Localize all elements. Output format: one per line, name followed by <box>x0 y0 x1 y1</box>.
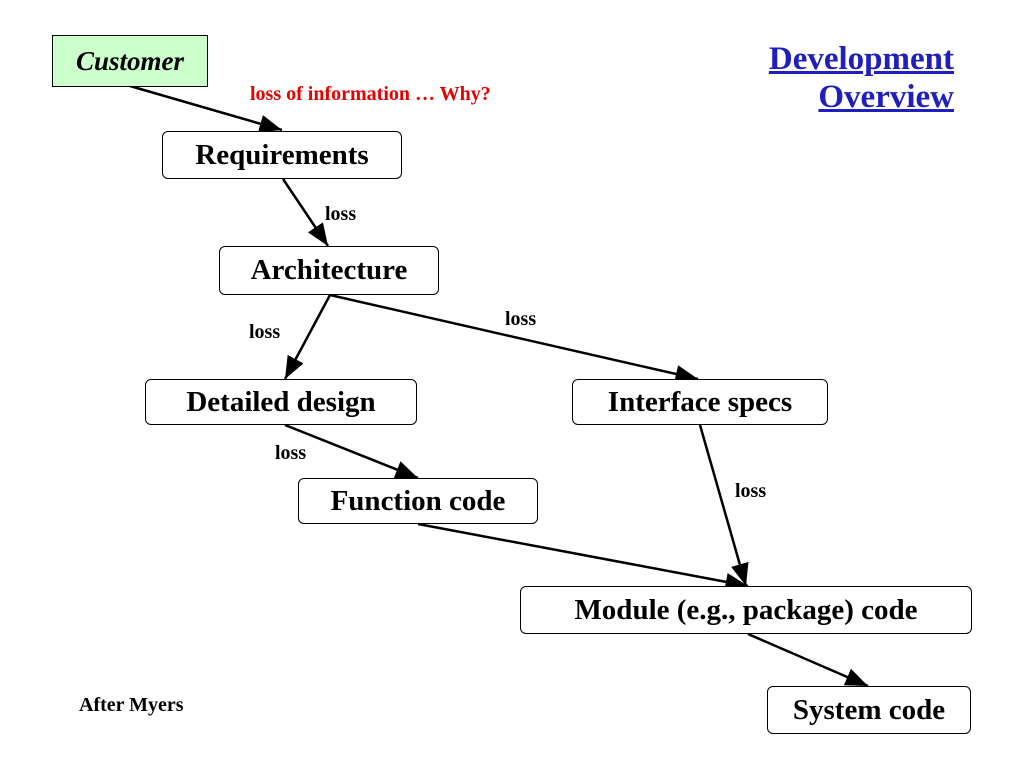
page-title: Development Overview <box>769 40 954 116</box>
arrow-requirements-to-architecture <box>281 178 330 247</box>
arrow-module-code-to-system-code <box>747 632 869 688</box>
arrow-customer-to-requirements <box>129 84 283 133</box>
edge-label-req-arch: loss <box>325 203 357 225</box>
loss-of-information-note: loss of information … Why? <box>250 83 491 105</box>
node-interface-specs: Interface specs <box>572 379 828 425</box>
arrow-architecture-to-interface-specs <box>329 293 699 383</box>
edge-label-arch-interface: loss <box>505 308 537 330</box>
node-architecture: Architecture <box>219 246 439 295</box>
edge-label-detailed-function: loss <box>275 442 307 464</box>
title-line-2: Overview <box>818 79 954 115</box>
node-detailed-design: Detailed design <box>145 379 417 425</box>
edge-label-arch-detailed: loss <box>249 321 281 343</box>
credit-after-myers: After Myers <box>79 694 184 716</box>
edge-label-interface-module: loss <box>735 480 767 502</box>
arrow-interface-specs-to-module-code <box>698 424 749 587</box>
node-function-code: Function code <box>298 478 538 524</box>
node-module-code: Module (e.g., package) code <box>520 586 972 634</box>
arrow-detailed-design-to-function-code <box>284 423 419 480</box>
customer-box: Customer <box>52 35 208 87</box>
arrow-function-code-to-module-code <box>417 522 749 591</box>
title-line-1: Development <box>768 41 954 77</box>
arrow-architecture-to-detailed-design <box>283 294 332 380</box>
node-requirements: Requirements <box>162 131 402 179</box>
node-system-code: System code <box>767 686 971 734</box>
